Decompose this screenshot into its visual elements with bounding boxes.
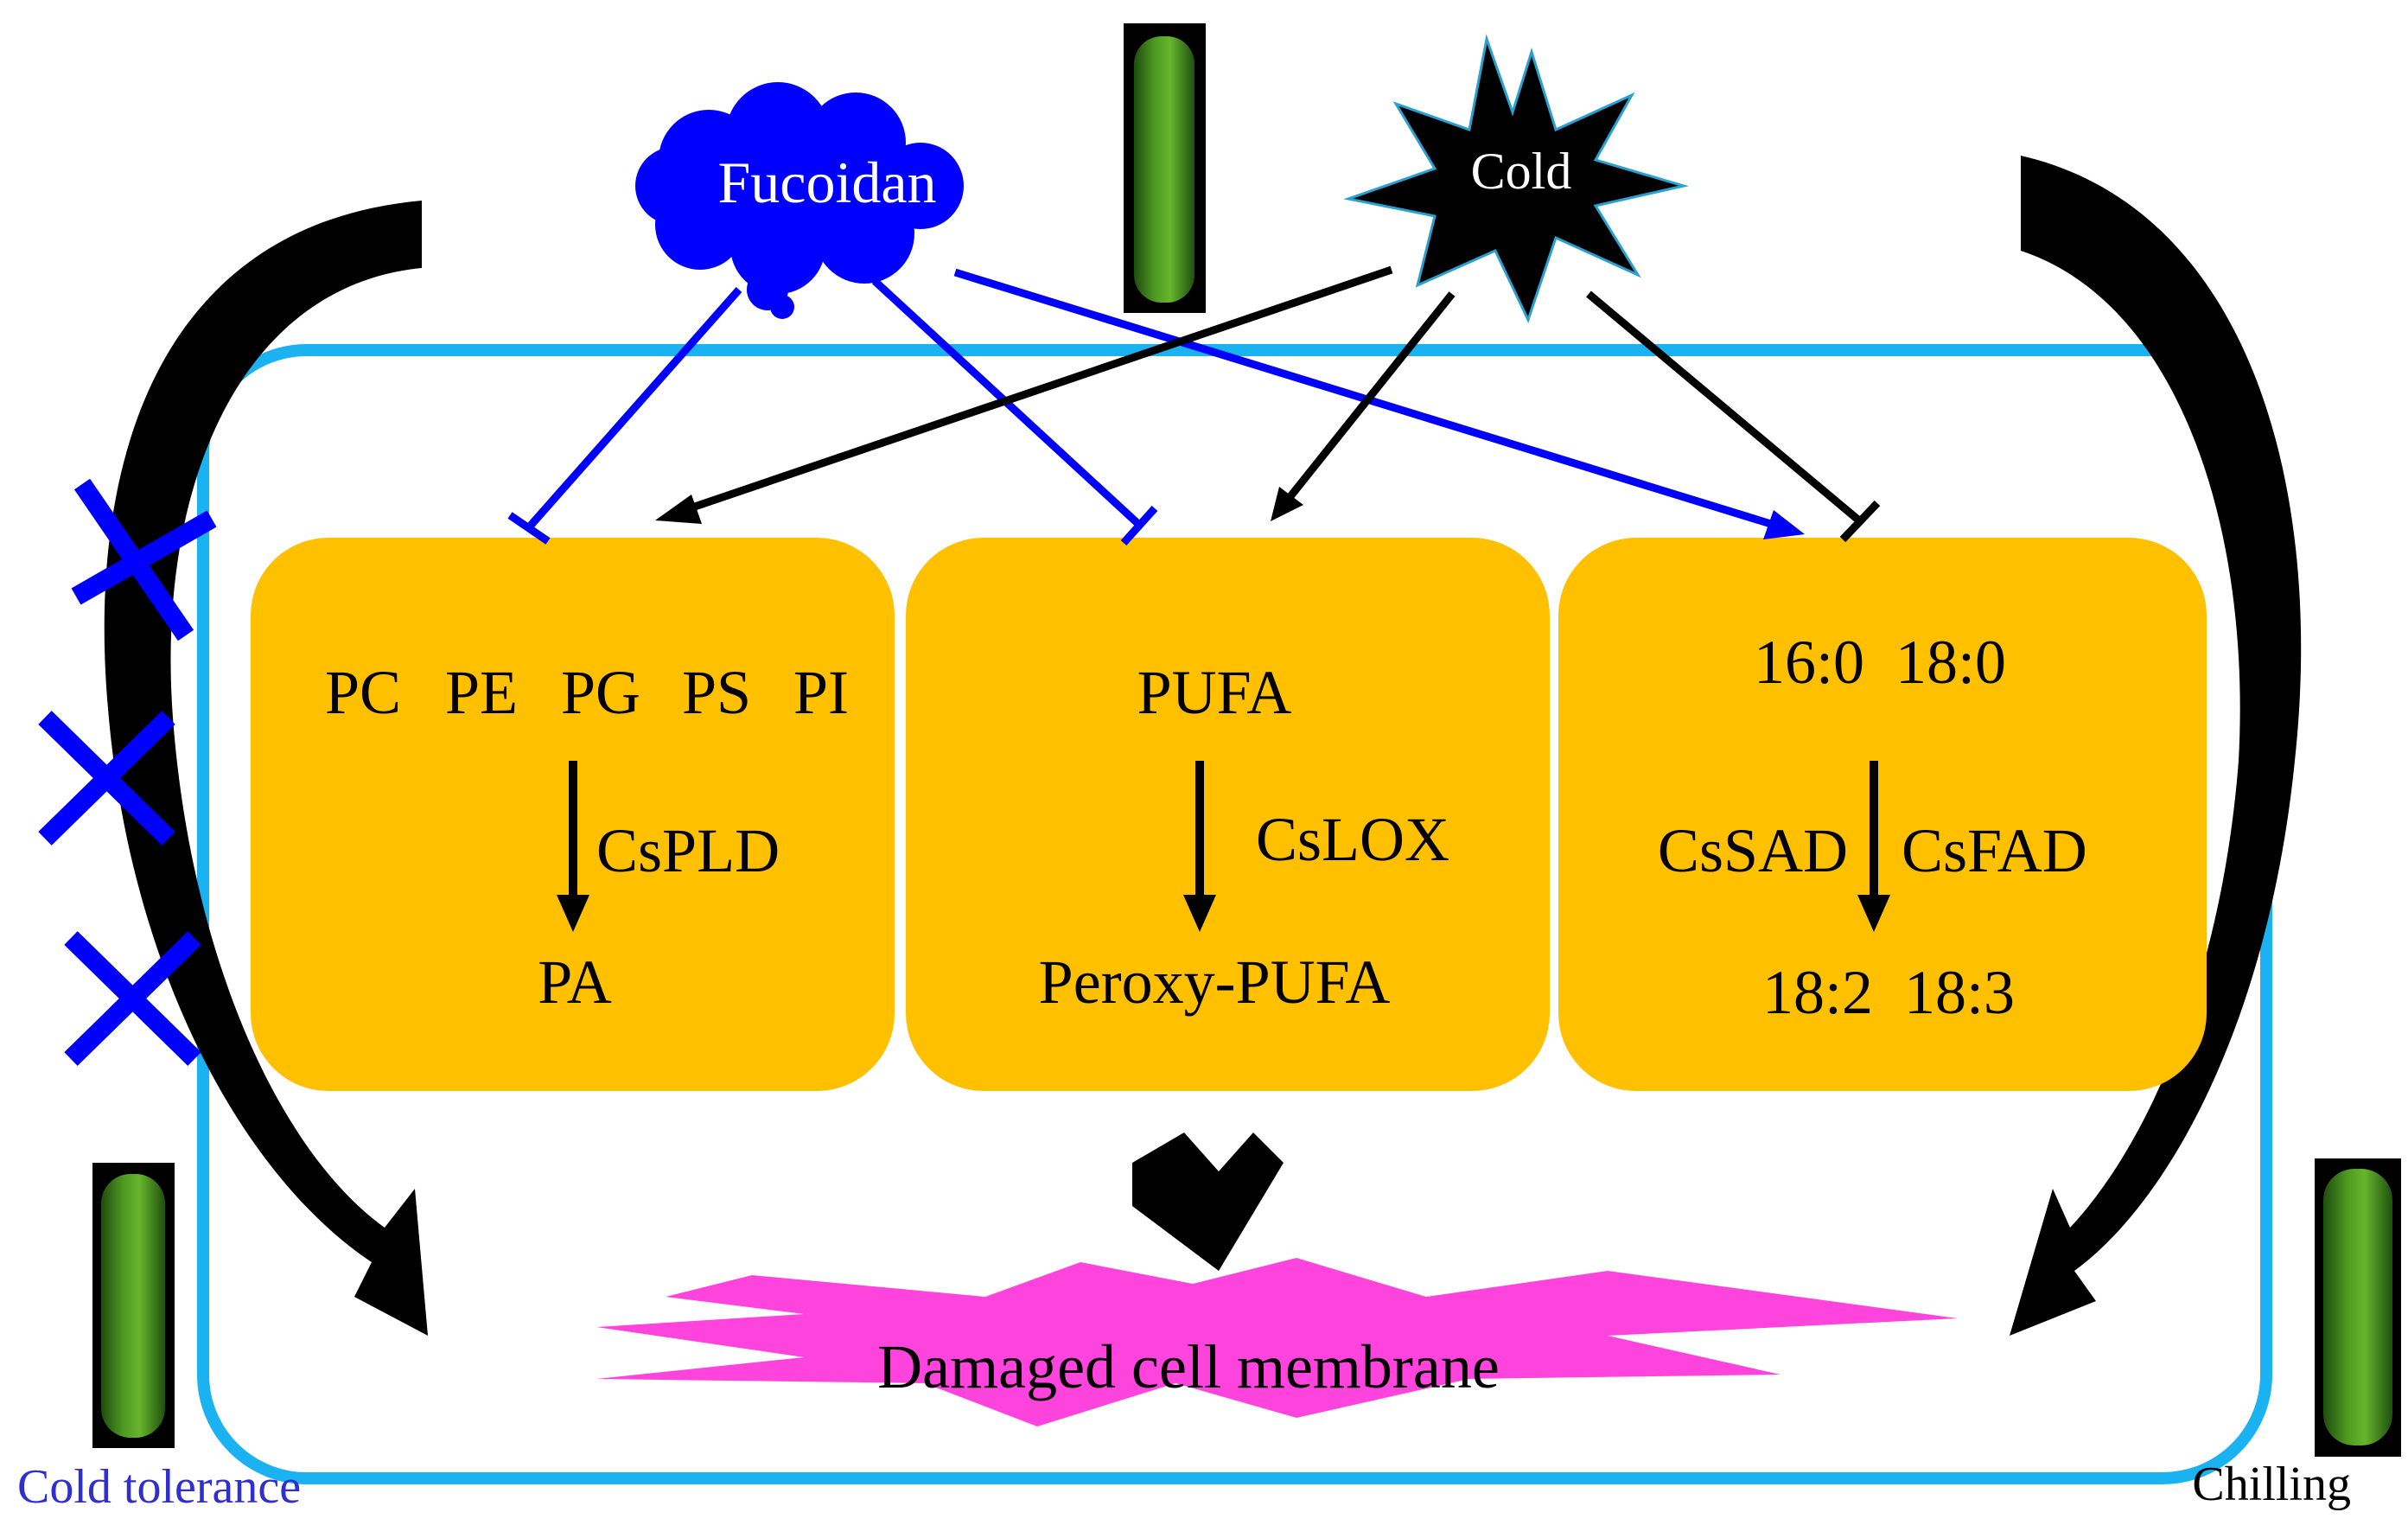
damage-burst-icon <box>596 1258 1958 1426</box>
chilling-label: Chilling <box>2192 1458 2351 1511</box>
substrate-pufa: PUFA <box>1137 658 1292 727</box>
product-peroxy-pufa: Peroxy-PUFA <box>1039 948 1391 1017</box>
reaction-arrow <box>1857 761 1890 932</box>
substrate-pg: PG <box>561 658 640 727</box>
block-x-icon <box>71 478 217 641</box>
desaturase-box <box>1558 538 2207 1091</box>
cold-burst-icon <box>1343 34 1689 323</box>
products-unsaturated: 18:2 18:3 <box>1762 958 2015 1027</box>
reaction-arrow <box>1183 761 1216 932</box>
cold-label: Cold <box>1471 143 1572 200</box>
fucoidan-activates-fad <box>953 268 1805 539</box>
substrate-ps: PS <box>682 658 751 727</box>
damaged-membrane-label: Damaged cell membrane <box>877 1332 1500 1401</box>
cucumber-icon <box>2315 1158 2401 1457</box>
cucumber-icon <box>92 1163 175 1448</box>
block-x-icon <box>38 711 175 845</box>
substrates-saturated: 16:0 18:0 <box>1754 628 2006 697</box>
curved-arrow-right <box>2010 156 2302 1336</box>
substrate-pe: PE <box>445 658 518 727</box>
cold-activates-pld <box>655 265 1393 524</box>
fucoidan-label: Fucoidan <box>717 150 936 215</box>
cucumber-icon <box>1124 23 1206 313</box>
fucoidan-inhibits-pld <box>507 287 742 545</box>
block-x-icon <box>64 931 201 1066</box>
product-pa: PA <box>538 948 611 1017</box>
enzyme-cspld: CsPLD <box>596 816 780 885</box>
enzyme-csfad: CsFAD <box>1902 816 2087 885</box>
curved-arrow-left <box>104 201 428 1336</box>
fucoidan-cloud-icon <box>635 82 964 319</box>
down-arrow <box>1132 1133 1284 1271</box>
cold-tolerance-label: Cold tolerance <box>17 1460 301 1514</box>
cold-activates-lox <box>1271 291 1456 521</box>
enzyme-cslox: CsLOX <box>1256 805 1449 874</box>
substrate-pi: PI <box>793 658 849 727</box>
lipoxygenase-box <box>906 538 1550 1091</box>
cold-inhibits-fad <box>1586 290 1881 543</box>
reaction-arrow <box>557 761 589 932</box>
enzyme-cssad: CsSAD <box>1658 816 1848 885</box>
substrate-pc: PC <box>325 658 401 727</box>
